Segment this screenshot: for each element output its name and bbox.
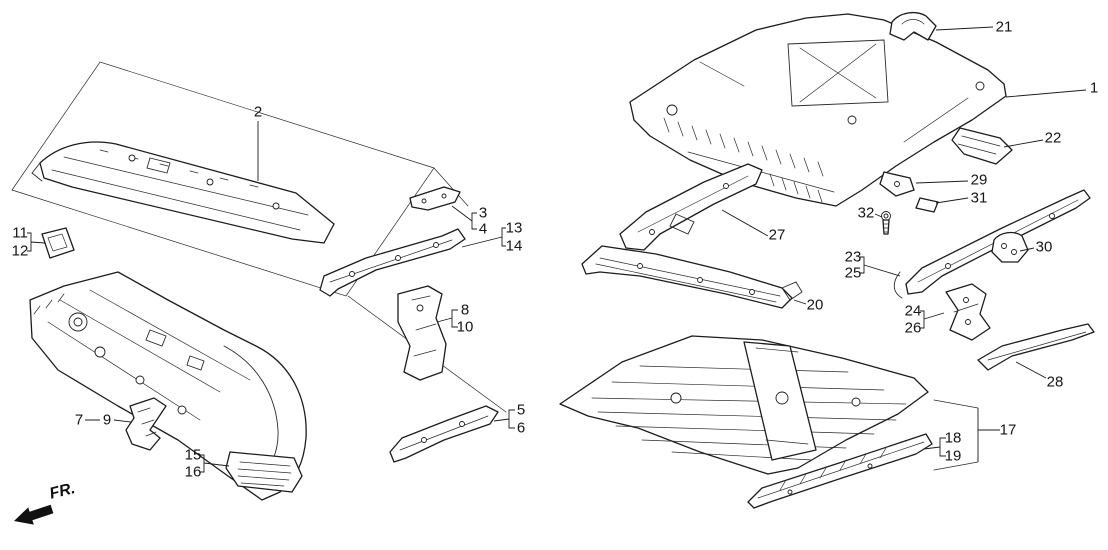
gusset-bracket [879, 171, 915, 197]
front-side-rail-upper [319, 228, 466, 297]
callout-28: 28 [1046, 373, 1064, 391]
callout-16: 16 [184, 463, 202, 481]
rail-end-bracket [945, 283, 991, 341]
rear-floor-panel [629, 13, 1007, 207]
bolt [881, 211, 891, 235]
callout-10: 10 [456, 318, 474, 336]
callout-8: 8 [460, 301, 470, 319]
callout-2: 2 [253, 103, 263, 121]
callout-31: 31 [970, 189, 988, 207]
rear-crossmember [619, 163, 763, 251]
windshield-lower-bracket [409, 186, 461, 211]
callout-22: 22 [1044, 129, 1062, 147]
callout-19: 19 [944, 447, 962, 465]
cowl-side-louver-cover [225, 451, 303, 493]
rear-panel-clamp [889, 11, 937, 41]
callout-1: 1 [1089, 79, 1099, 97]
callout-25: 25 [844, 264, 862, 282]
callout-12: 12 [11, 242, 29, 260]
front-floor-panel [559, 335, 929, 475]
callout-26: 26 [904, 319, 922, 337]
sill-extension [977, 323, 1095, 371]
callout-23: 23 [844, 248, 862, 266]
spacer-block [991, 231, 1029, 263]
callout-21: 21 [995, 18, 1013, 36]
dash-side-bracket [125, 397, 167, 451]
front-side-rail-lower [389, 405, 499, 463]
callout-13: 13 [505, 219, 523, 237]
callout-30: 30 [1035, 238, 1053, 256]
callout-leader-lines [27, 26, 1087, 473]
small-bracket-11-12 [41, 227, 75, 259]
callout-15: 15 [184, 446, 202, 464]
side-sill-panel [747, 433, 933, 509]
callout-32: 32 [857, 204, 875, 222]
callout-14: 14 [505, 237, 523, 255]
callout-11: 11 [12, 224, 28, 242]
callout-3: 3 [478, 204, 488, 222]
rear-floor-bracket [951, 127, 1013, 165]
callout-27: 27 [768, 226, 786, 244]
callout-17: 17 [999, 421, 1017, 439]
small-stiffener [915, 197, 939, 213]
wheelhouse-bracket [397, 285, 447, 381]
cowl-top-panel [31, 141, 335, 244]
callout-29: 29 [970, 171, 988, 189]
fr-direction-arrow [14, 504, 54, 525]
callout-20: 20 [806, 296, 824, 314]
callout-9: 9 [102, 411, 112, 429]
callout-7: 7 [74, 411, 84, 429]
callout-6: 6 [516, 419, 526, 437]
middle-crossmember [581, 245, 803, 309]
callout-4: 4 [478, 220, 488, 238]
callout-18: 18 [944, 429, 962, 447]
callout-24: 24 [904, 302, 922, 320]
callout-5: 5 [516, 401, 526, 419]
